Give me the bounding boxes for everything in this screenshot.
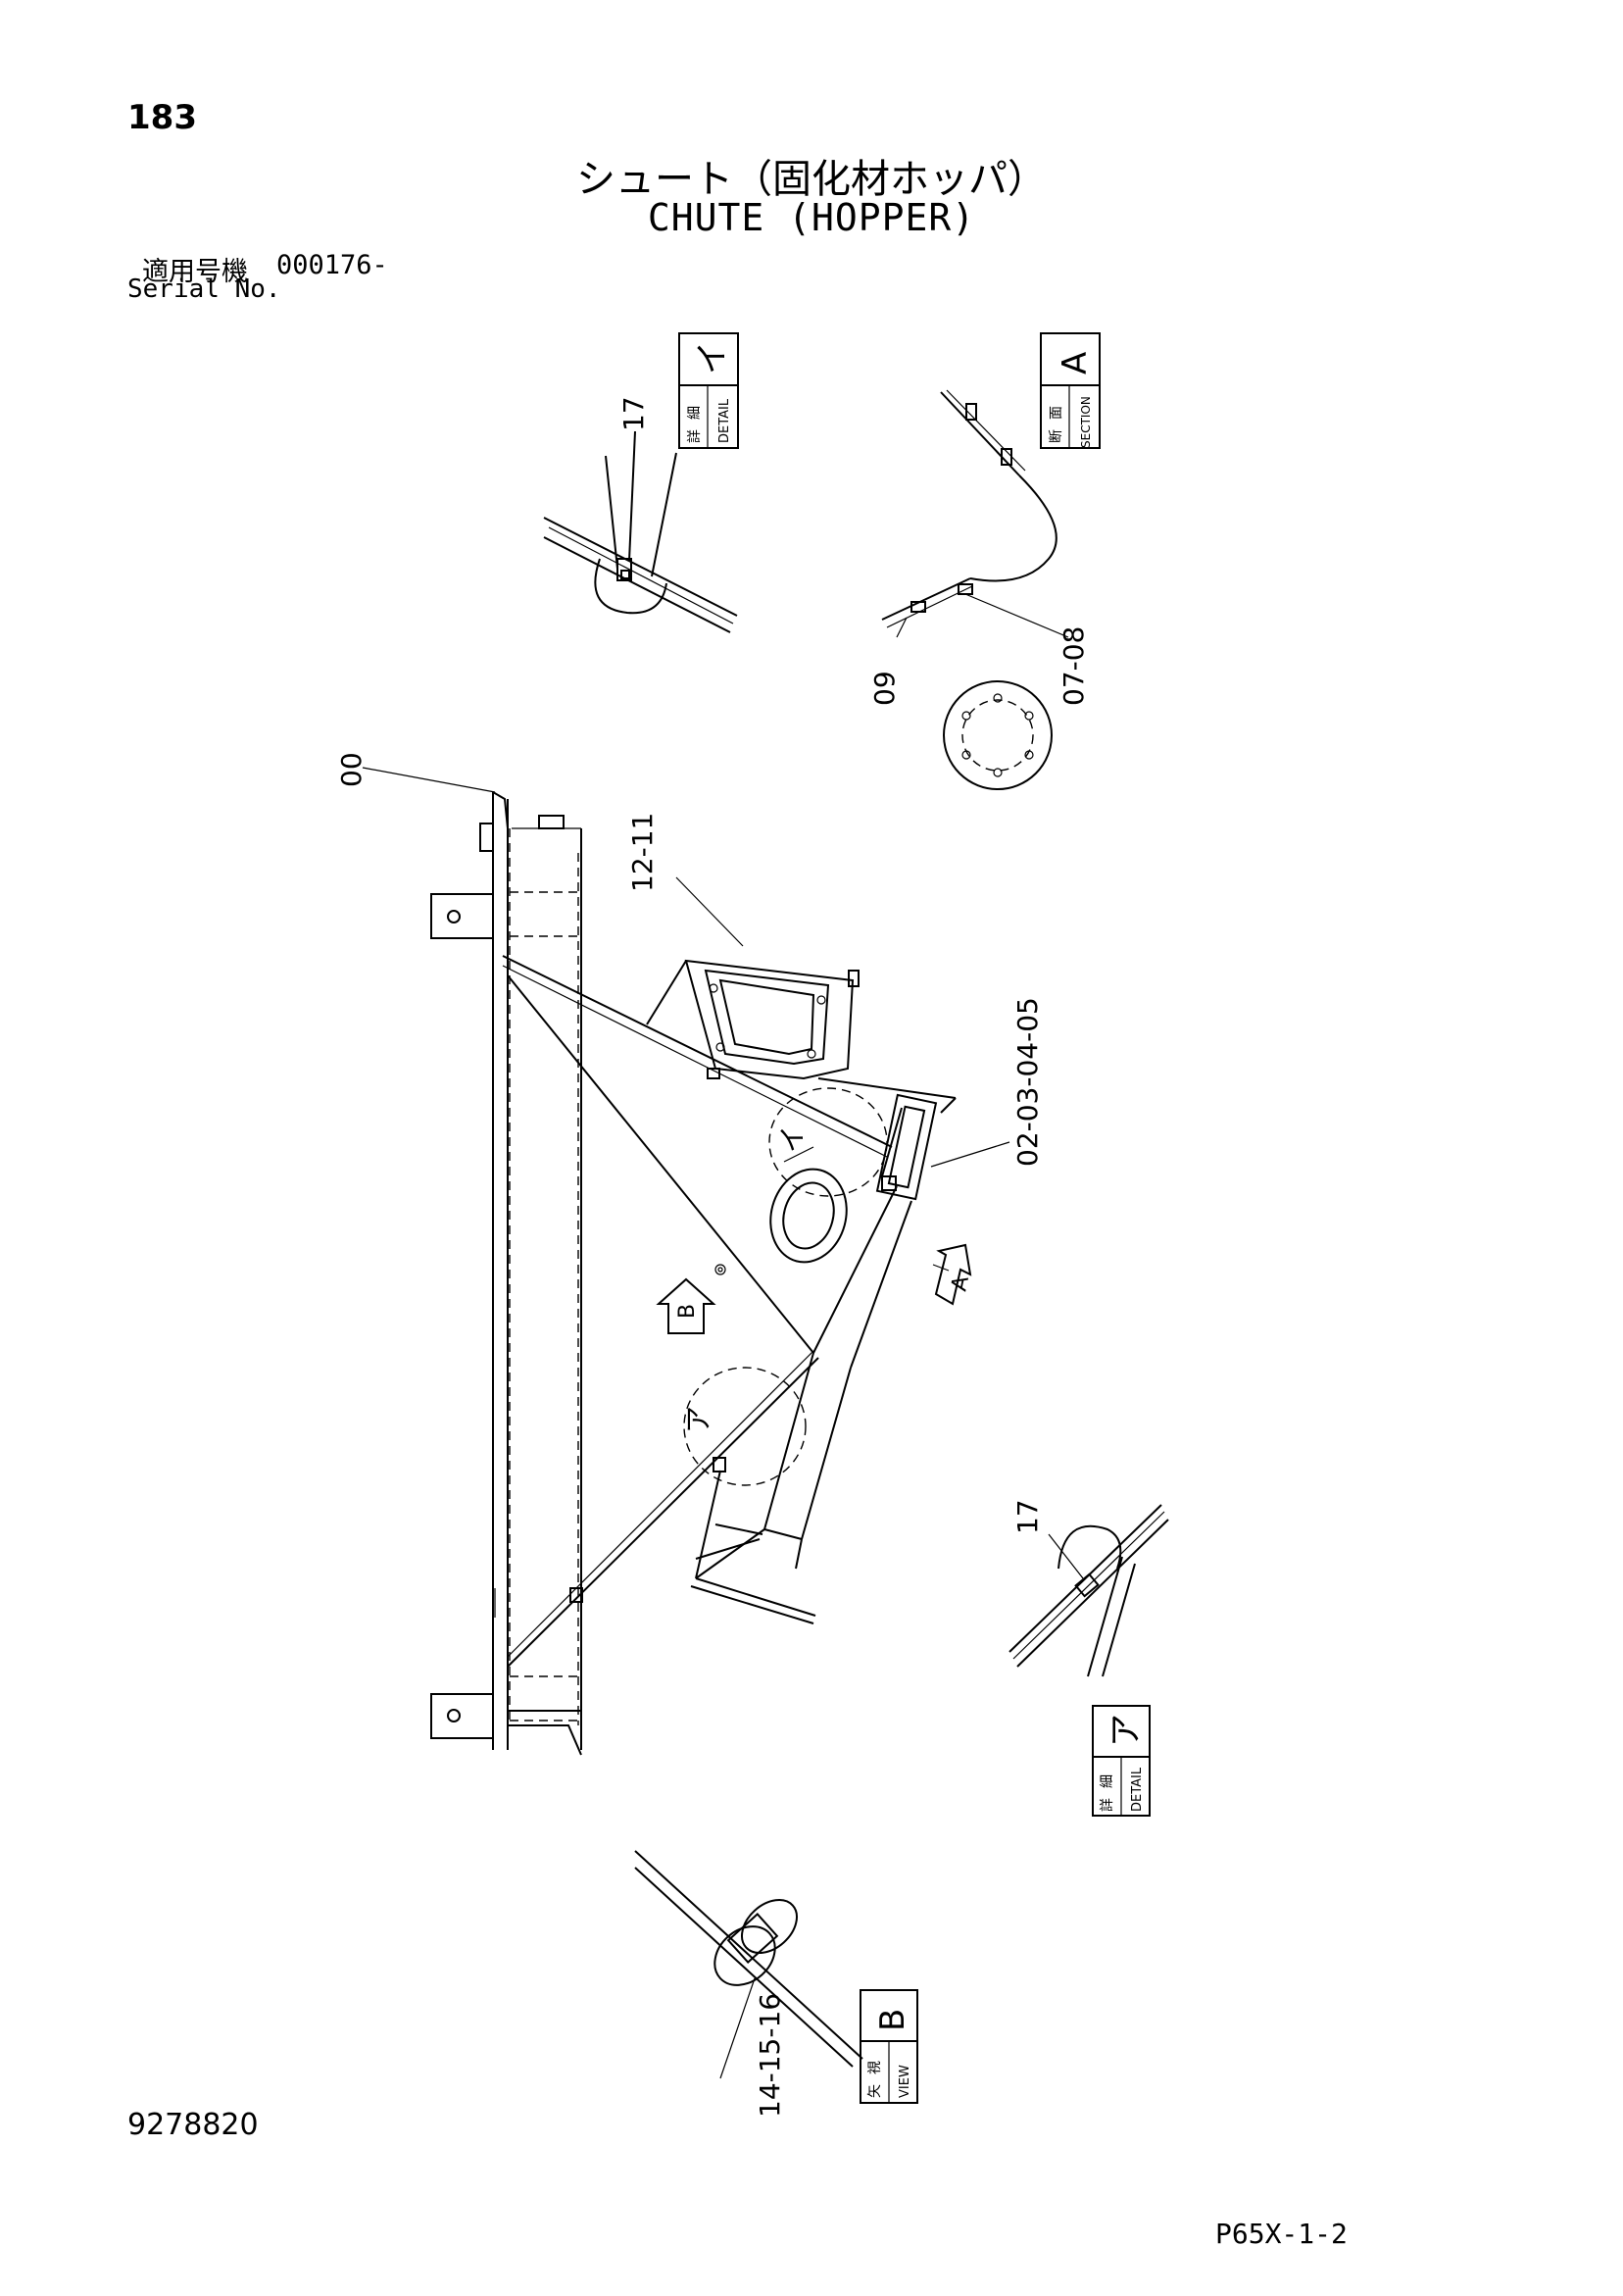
document-number: 9278820	[127, 2108, 259, 2142]
part-label-09: 09	[868, 671, 901, 706]
section-a-en-label: SECTION	[1079, 396, 1093, 448]
view-b-en-label: VIEW	[898, 2065, 912, 2098]
view-arrow-b	[656, 1264, 726, 1334]
drawing-code: P65X-1-2	[1215, 2218, 1348, 2250]
detail-a-en-label: DETAIL	[1130, 1767, 1145, 1812]
section-arrow-a	[932, 1243, 972, 1306]
detail-a-mark: ア	[1107, 1714, 1146, 1747]
detail-a-view	[1008, 1504, 1169, 1677]
section-a-mark: A	[1056, 352, 1095, 374]
section-a-jp-label-2: 面	[1049, 406, 1064, 420]
section-a-view	[881, 389, 1069, 638]
detail-i-view	[543, 430, 738, 633]
title-english: CHUTE (HOPPER)	[647, 196, 976, 239]
main-chute-frame	[362, 767, 1010, 1756]
serial-label-japanese: 適用号機	[142, 257, 248, 287]
mark-a-in-drawing: ア	[682, 1406, 714, 1433]
mark-i-in-drawing: イ	[776, 1125, 809, 1153]
detail-i-jp-label-1: 詳	[687, 429, 703, 443]
view-b-jp-label-1: 矢	[867, 2084, 883, 2098]
part-label-00: 00	[335, 752, 368, 787]
serial-value: 000176-	[276, 250, 388, 280]
part-label-14-16: 14-15-16	[754, 1993, 786, 2118]
title-japanese: シュート（固化材ホッパ）	[576, 157, 1047, 202]
detail-i-jp-label-2: 細	[687, 406, 703, 420]
view-b-jp-label-2: 視	[867, 2061, 883, 2074]
part-label-07-08: 07-08	[1057, 626, 1090, 706]
detail-i-en-label: DETAIL	[717, 398, 732, 443]
section-arrow-a-label: A	[947, 1273, 974, 1293]
part-label-17-top: 17	[617, 396, 650, 431]
detail-a-callout-box: ア 詳 細 DETAIL	[1092, 1705, 1151, 1817]
part-label-02-05: 02-03-04-05	[1011, 997, 1044, 1167]
part-label-12-11: 12-11	[626, 813, 659, 892]
section-a-callout-box: A 断 面 SECTION	[1040, 332, 1101, 449]
detail-i-mark: イ	[693, 341, 732, 374]
view-b-view	[634, 1850, 863, 2079]
flange-plate	[943, 680, 1053, 790]
detail-a-jp-label-1: 詳	[1100, 1798, 1115, 1812]
detail-i-callout-box: イ 詳 細 DETAIL	[678, 332, 739, 449]
view-b-mark: B	[873, 2009, 912, 2031]
view-b-callout-box: B 矢 視 VIEW	[860, 1989, 918, 2104]
serial-label-english: Serial No.	[127, 275, 281, 304]
page-number: 183	[127, 98, 197, 137]
detail-a-jp-label-2: 細	[1100, 1774, 1115, 1788]
part-label-17-bottom: 17	[1011, 1499, 1044, 1534]
section-a-jp-label-1: 断	[1049, 429, 1064, 443]
view-arrow-b-label: B	[675, 1304, 700, 1319]
